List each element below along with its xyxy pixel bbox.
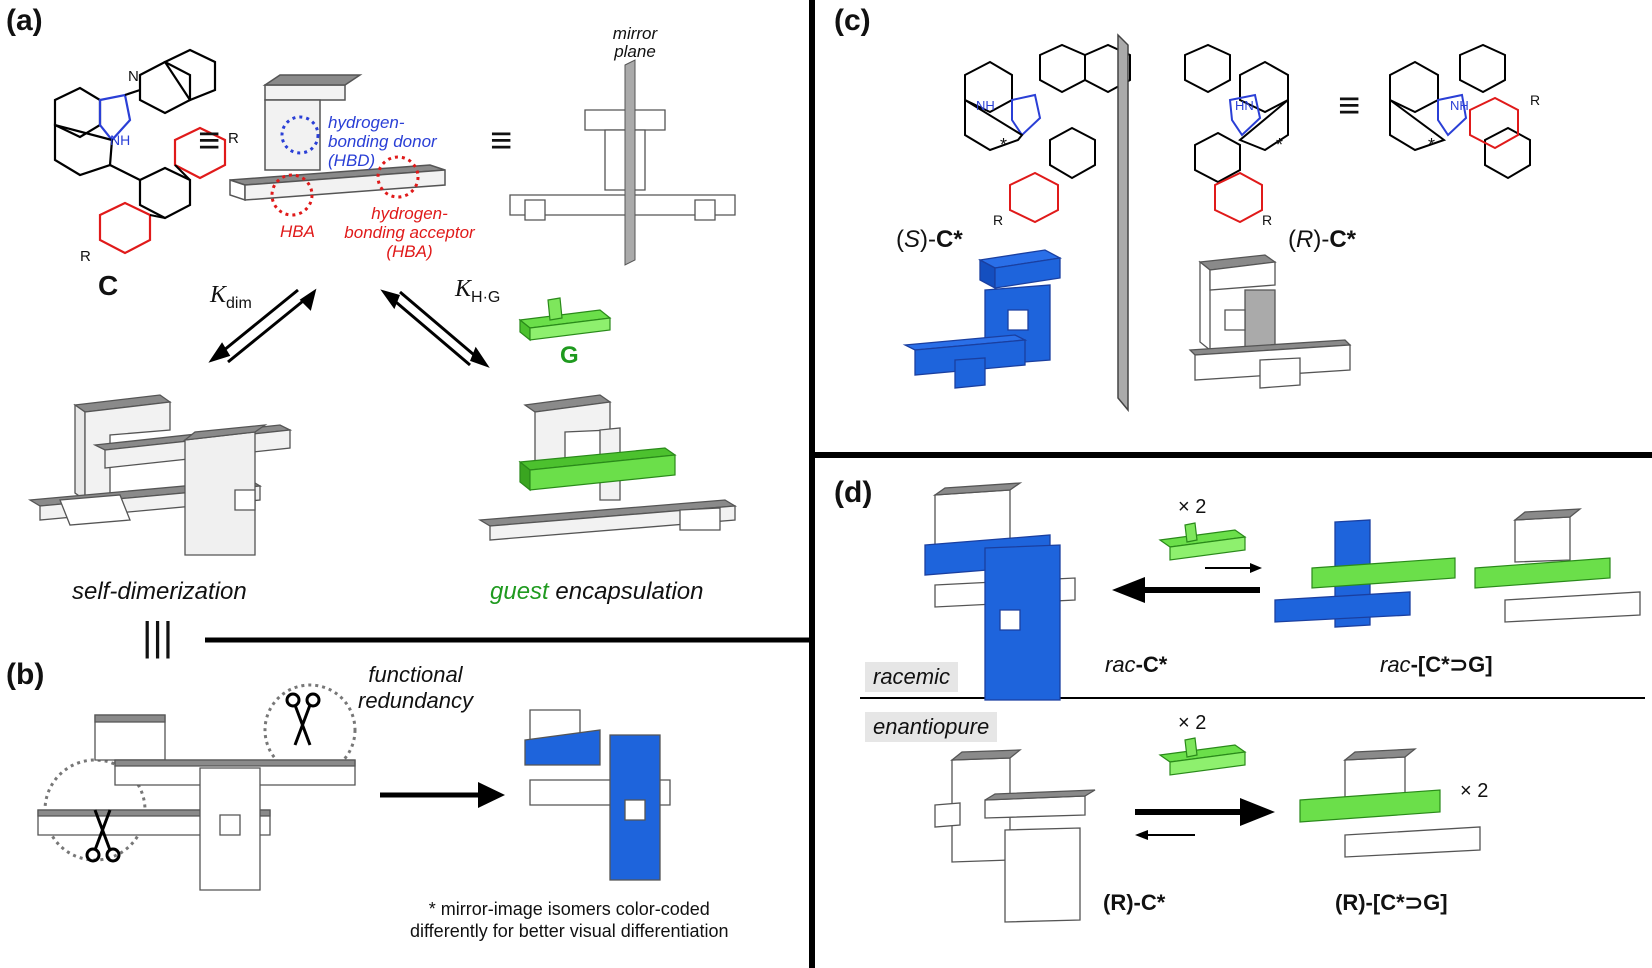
compound-c-label: C [98,270,119,301]
enantiopure-tag: enantiopure [865,712,998,742]
hba-short-label: HBA [280,222,315,241]
k-dim-label: Kdim [210,282,252,312]
guest-encapsulation-caption: guest encapsulation [490,578,704,605]
equiv-sign-2: ≡ [490,120,513,162]
rac-complex-label: rac-[C*⊃G] [1380,652,1493,677]
triple-bar-equiv: ||| [142,615,174,659]
racemic-tag: racemic [865,662,959,692]
panel-label-b: (b) [6,658,45,691]
s-c-star-label: (S)-C* [896,226,963,253]
r-c-star-label: (R)-C* [1288,226,1356,253]
self-dimerization-caption: self-dimerization [72,578,247,605]
r-label-a1: R [228,130,239,147]
times2-label-3: × 2 [1460,780,1489,802]
nh-label-c: NH [976,98,995,113]
times2-label-2: × 2 [1178,712,1207,734]
times2-label-1: × 2 [1178,496,1207,518]
stereo-star-2: * [1276,135,1284,155]
r-label-c1: R [993,212,1004,228]
r-c-star-label-d: (R)-C* [1103,890,1166,915]
nh-label-c2: NH [1450,98,1469,113]
panel-label-a: (a) [6,4,43,37]
panel-label-c: (c) [834,4,871,37]
panel-label-d: (d) [834,476,873,509]
equiv-sign-1: ≡ [198,120,221,162]
guest-label: G [560,342,579,369]
hba-long-label: hydrogen-bonding acceptor (HBA) [344,204,475,261]
rac-c-star-label: rac-C* [1105,652,1168,677]
r-label-a2: R [80,248,91,265]
equiv-sign-c: ≡ [1338,85,1361,127]
n-label-a: N [128,68,139,85]
r-complex-label-d: (R)-[C*⊃G] [1335,890,1448,915]
nh-label-a: NH [110,132,131,148]
r-label-c3: R [1530,92,1541,108]
hn-label-c: HN [1235,98,1254,113]
r-label-c2: R [1262,212,1273,228]
mirror-plane-label: mirror plane [612,24,658,61]
hbd-label: hydrogen-bonding donor (HBD) [328,113,437,170]
stereo-star-3: * [1428,135,1436,155]
k-hg-label: KH·G [455,276,501,306]
stereo-star-1: * [1000,135,1008,155]
